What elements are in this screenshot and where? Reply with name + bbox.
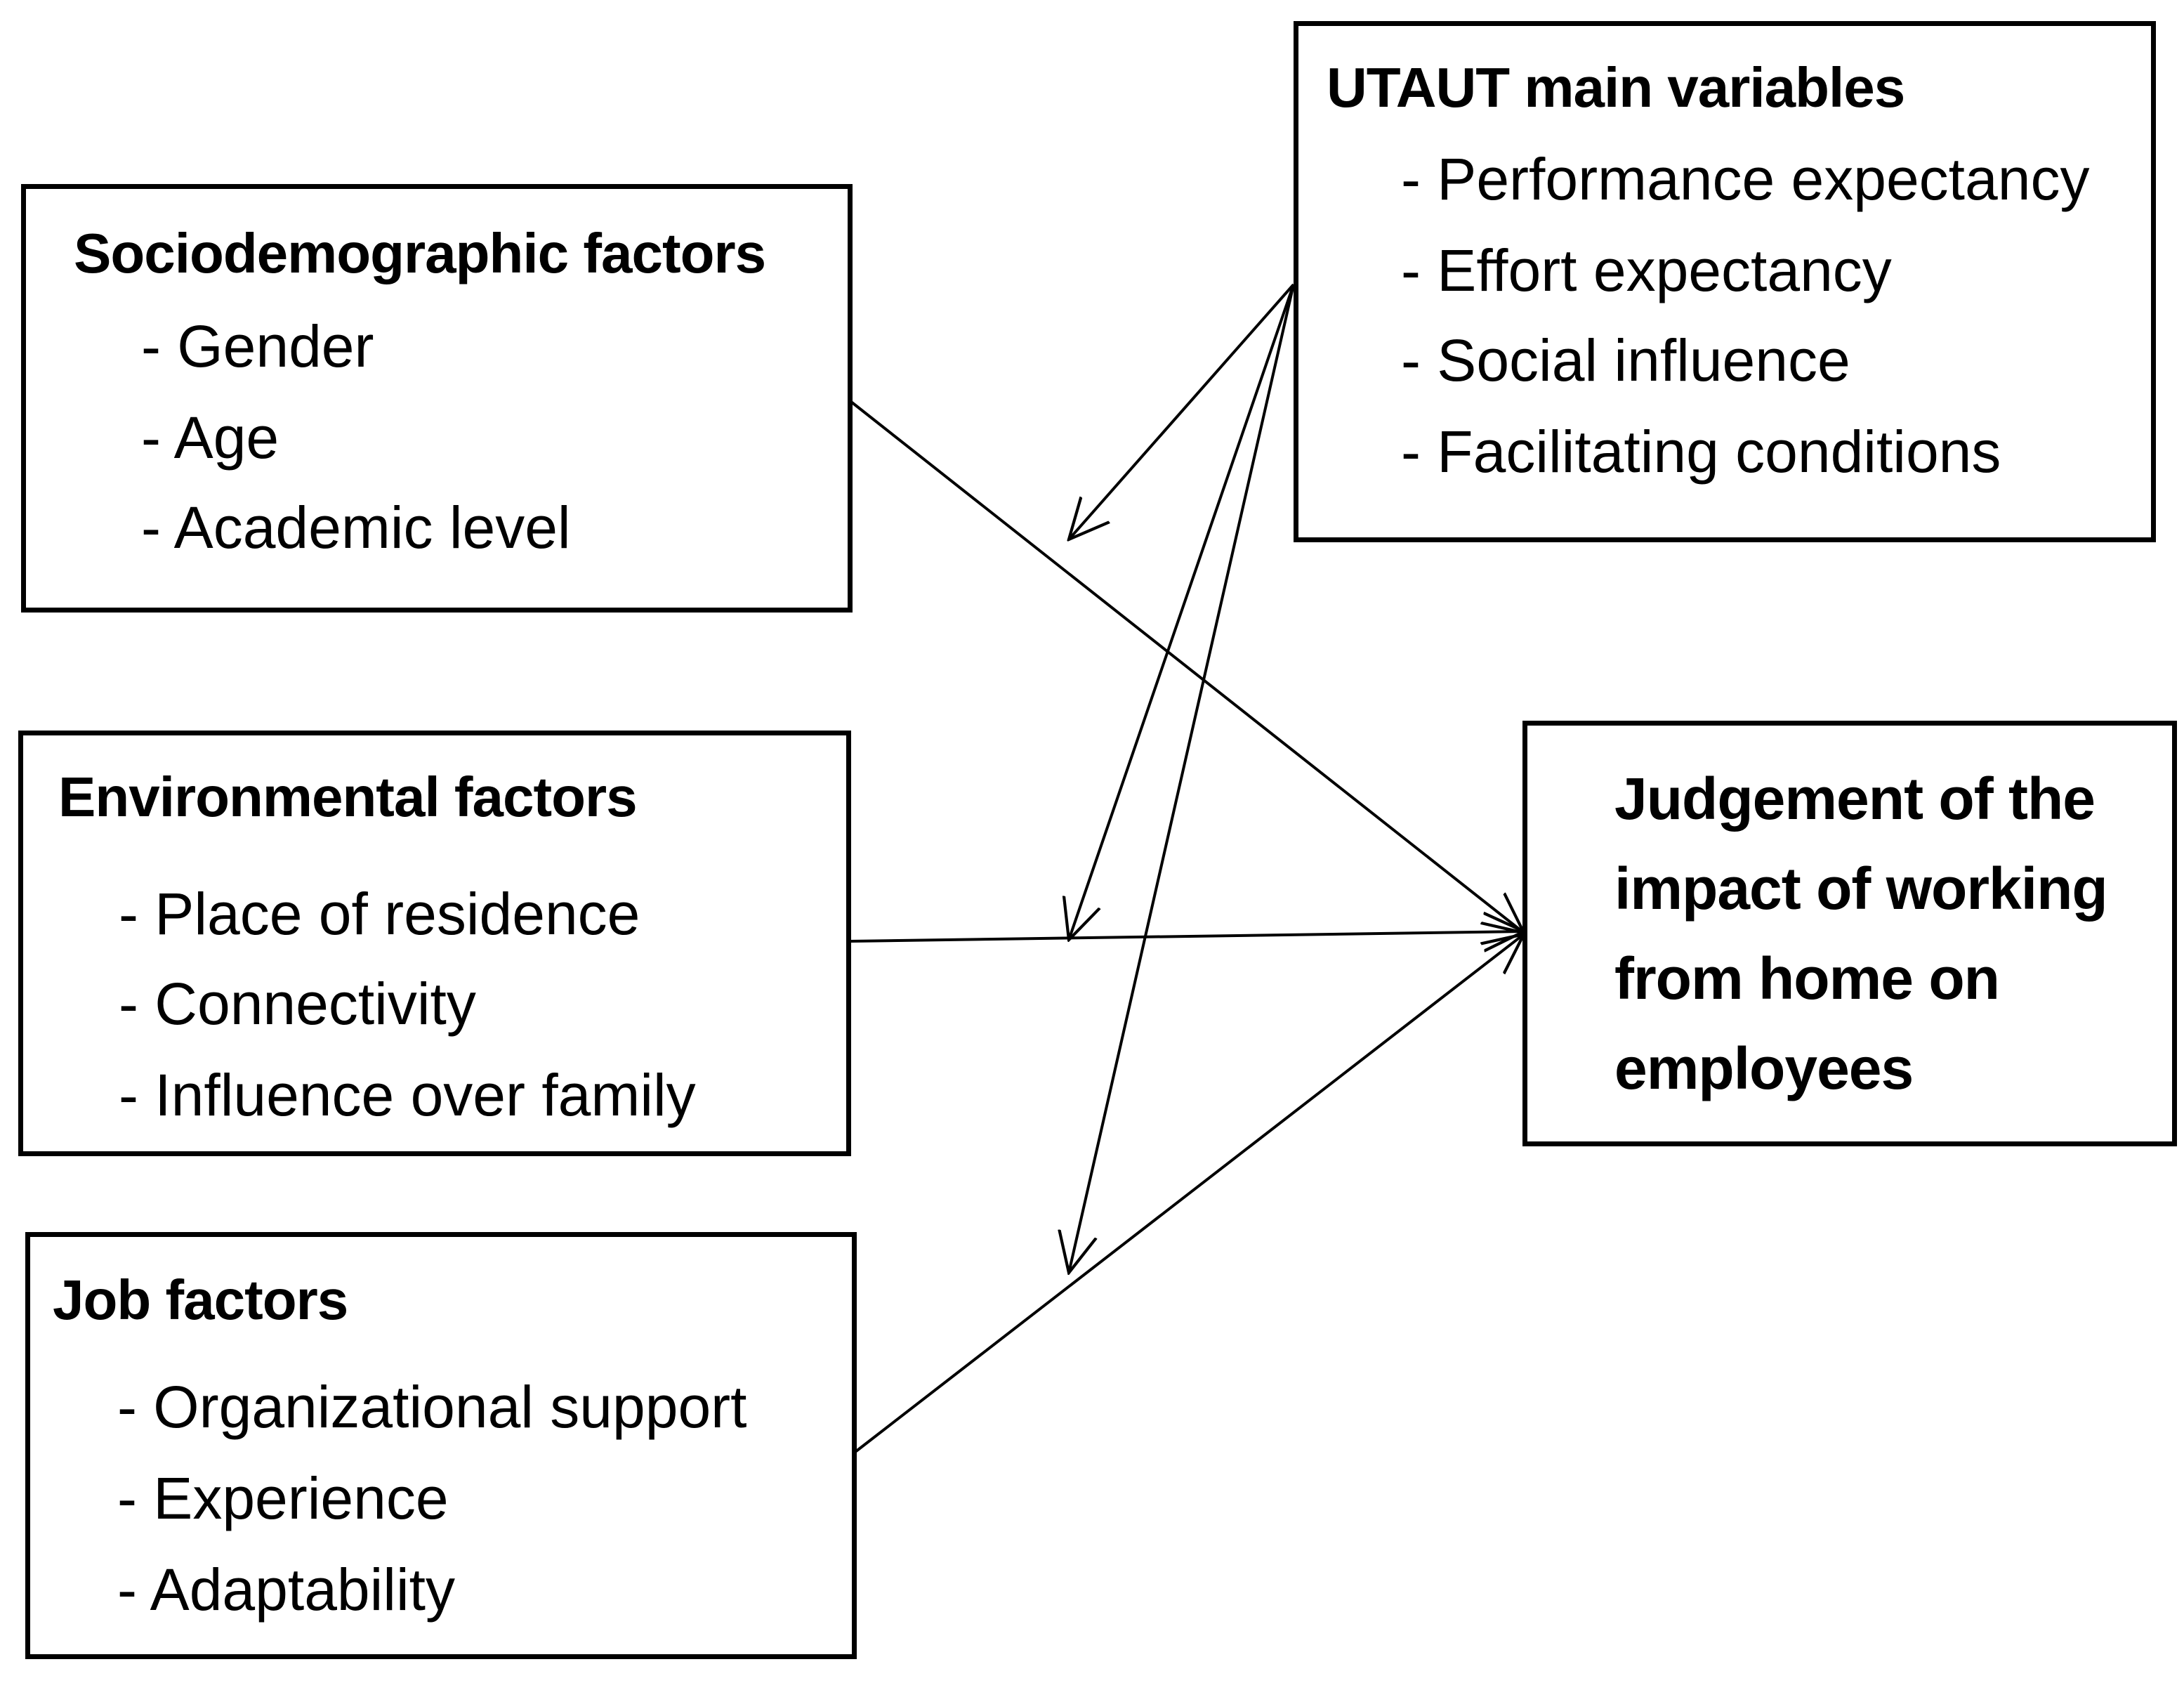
utaut-item-performance-expectancy: - Performance expectancy — [1401, 146, 2090, 212]
utaut-item-facilitating-conditions: - Facilitating conditions — [1401, 419, 2001, 485]
arrow-utaut-to-job-path — [1069, 284, 1295, 1273]
job-factors-box: Job factors - Organizational support - E… — [25, 1232, 857, 1659]
outcome-title-line-3: from home on — [1614, 945, 2000, 1011]
outcome-title-line-1: Judgement of the — [1614, 766, 2096, 832]
outcome-title-line-2: impact of working — [1614, 856, 2108, 922]
sociodemographic-item-academic-level: - Academic level — [141, 495, 571, 561]
arrow-sociodemographic-to-outcome — [850, 400, 1524, 933]
utaut-item-social-influence: - Social influence — [1401, 327, 1850, 393]
outcome-box: Judgement of the impact of working from … — [1522, 721, 2177, 1146]
job-item-experience: - Experience — [117, 1465, 449, 1531]
job-item-organizational-support: - Organizational support — [117, 1374, 747, 1440]
job-item-adaptability: - Adaptability — [117, 1557, 455, 1623]
arrow-job-to-outcome — [851, 934, 1524, 1455]
arrow-utaut-to-sociodemographic-path — [1069, 283, 1295, 539]
sociodemographic-factors-box: Sociodemographic factors - Gender - Age … — [21, 184, 853, 613]
environmental-item-place-of-residence: - Place of residence — [119, 881, 640, 947]
environmental-factors-box: Environmental factors - Place of residen… — [18, 731, 851, 1156]
environmental-factors-title: Environmental factors — [58, 766, 638, 828]
utaut-main-variables-box: UTAUT main variables - Performance expec… — [1294, 21, 2156, 542]
outcome-title: Judgement of the impact of working from … — [1614, 754, 2108, 1113]
environmental-item-connectivity: - Connectivity — [119, 971, 476, 1037]
outcome-title-line-4: employees — [1614, 1035, 1914, 1101]
sociodemographic-item-gender: - Gender — [141, 313, 374, 379]
utaut-item-effort-expectancy: - Effort expectancy — [1401, 237, 1892, 303]
sociodemographic-factors-title: Sociodemographic factors — [74, 222, 766, 284]
environmental-item-influence-over-family: - Influence over family — [119, 1062, 696, 1128]
arrow-utaut-to-environmental-path — [1069, 284, 1295, 940]
arrow-environmental-to-outcome — [849, 931, 1524, 941]
job-factors-title: Job factors — [53, 1269, 348, 1331]
sociodemographic-item-age: - Age — [141, 405, 279, 471]
utaut-main-variables-title: UTAUT main variables — [1327, 56, 1905, 119]
